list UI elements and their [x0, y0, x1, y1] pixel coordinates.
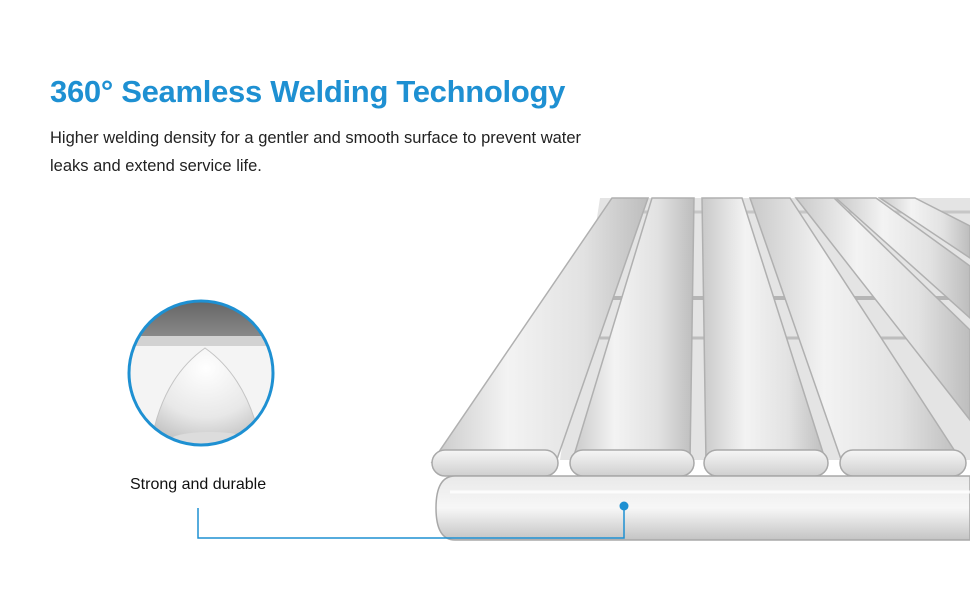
callout-label: Strong and durable [130, 476, 267, 493]
callout-connector [197, 501, 629, 539]
radiator-header-bar [435, 475, 970, 541]
weld-detail-zoom [127, 299, 275, 447]
headline: 360° Seamless Welding Technology [50, 74, 566, 109]
description: Higher welding density for a gentler and… [50, 129, 582, 175]
callout-pointer-dot [619, 501, 629, 511]
